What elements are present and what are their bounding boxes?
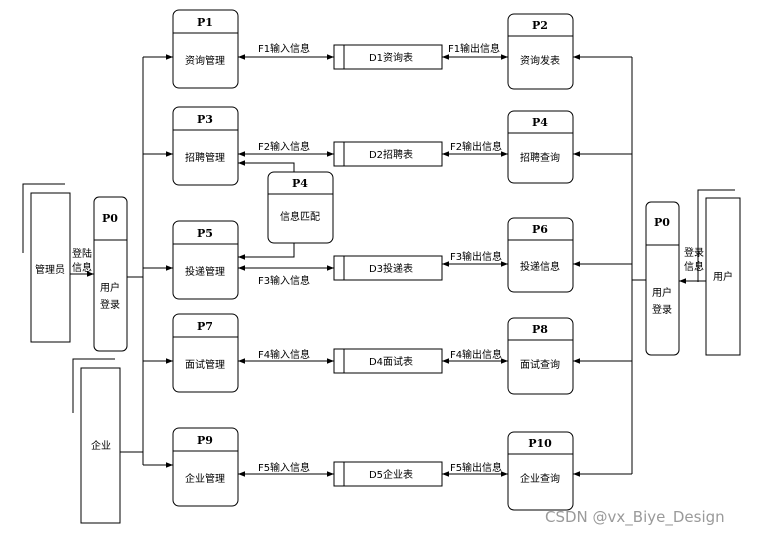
f1-in-label: F1输入信息 — [258, 42, 310, 55]
admin-entity — [30, 192, 71, 343]
p7-label: 面试管理 — [185, 358, 225, 371]
company-entity — [80, 367, 121, 524]
f3-out-label: F3输出信息 — [450, 250, 502, 263]
process-p10 — [507, 431, 574, 511]
p6-label: 投递信息 — [520, 260, 560, 273]
process-p5 — [172, 220, 239, 300]
d1-label: D1资询表 — [369, 51, 413, 64]
process-p2 — [507, 13, 574, 90]
process-p4-match — [267, 171, 334, 244]
store-d1 — [333, 44, 443, 70]
f1-out-label: F1输出信息 — [448, 42, 500, 55]
watermark: CSDN @vx_Biye_Design — [545, 508, 725, 526]
user-entity-shadow — [697, 189, 735, 282]
p1-id: P1 — [197, 16, 213, 29]
p8-id: P8 — [532, 323, 548, 336]
p3-label: 招聘管理 — [185, 151, 225, 164]
p9-label: 企业管理 — [185, 472, 225, 485]
p4-label: 招聘查询 — [520, 151, 560, 164]
f3-in-label: F3输入信息 — [258, 274, 310, 287]
p1-label: 资询管理 — [185, 54, 225, 67]
store-d5 — [333, 461, 443, 487]
f5-out-label: F5输出信息 — [450, 461, 502, 474]
p0-left-id: P0 — [102, 212, 118, 225]
admin-label: 管理员 — [35, 263, 65, 276]
p7-id: P7 — [197, 320, 213, 333]
company-entity-shadow — [72, 358, 115, 413]
login-right-label-2: 信息 — [684, 260, 704, 273]
process-p1 — [172, 9, 239, 89]
f4-out-label: F4输出信息 — [450, 348, 502, 361]
process-p0-right — [645, 201, 680, 356]
f2-in-label: F2输入信息 — [258, 140, 310, 153]
p10-id: P10 — [528, 437, 552, 450]
d5-label: D5企业表 — [369, 468, 413, 481]
store-d2 — [333, 141, 443, 167]
store-d3 — [333, 255, 443, 281]
p8-label: 面试查询 — [520, 358, 560, 371]
process-p0-left — [93, 196, 128, 352]
p0-left-label-2: 登录 — [100, 298, 120, 311]
admin-entity-shadow — [22, 183, 65, 253]
p4-match-id: P4 — [292, 177, 308, 190]
p0-left-label-1: 用户 — [100, 281, 120, 294]
p0-right-label-1: 用户 — [652, 286, 672, 299]
p10-label: 企业查询 — [520, 472, 560, 485]
d2-label: D2招聘表 — [369, 148, 413, 161]
p4-id: P4 — [532, 116, 548, 129]
p2-id: P2 — [532, 19, 548, 32]
process-p6 — [507, 217, 574, 293]
p0-right-label-2: 登录 — [652, 303, 672, 316]
p5-label: 投递管理 — [185, 265, 225, 278]
p2-label: 资询发表 — [520, 54, 560, 67]
login-right-label-1: 登录 — [684, 246, 704, 259]
p5-id: P5 — [197, 227, 213, 240]
p4-match-label: 信息匹配 — [280, 210, 320, 223]
store-d4 — [333, 348, 443, 374]
f5-in-label: F5输入信息 — [258, 461, 310, 474]
login-left-label-1: 登陆 — [72, 247, 92, 260]
process-p8 — [507, 317, 574, 395]
d3-label: D3投递表 — [369, 262, 413, 275]
match-to-p3 — [238, 160, 295, 172]
p6-id: P6 — [532, 223, 548, 236]
p0-right-id: P0 — [654, 216, 670, 229]
match-to-p5 — [238, 243, 295, 260]
p9-id: P9 — [197, 434, 213, 447]
process-p7 — [172, 313, 239, 393]
login-left-label-2: 信息 — [72, 261, 92, 274]
user-entity — [705, 197, 741, 356]
process-p3 — [172, 106, 239, 186]
process-p9 — [172, 427, 239, 507]
p3-id: P3 — [197, 113, 213, 126]
f4-in-label: F4输入信息 — [258, 348, 310, 361]
d4-label: D4面试表 — [369, 355, 413, 368]
company-label: 企业 — [91, 439, 111, 452]
user-label: 用户 — [713, 270, 733, 283]
f2-out-label: F2输出信息 — [450, 140, 502, 153]
process-p4 — [507, 110, 574, 184]
